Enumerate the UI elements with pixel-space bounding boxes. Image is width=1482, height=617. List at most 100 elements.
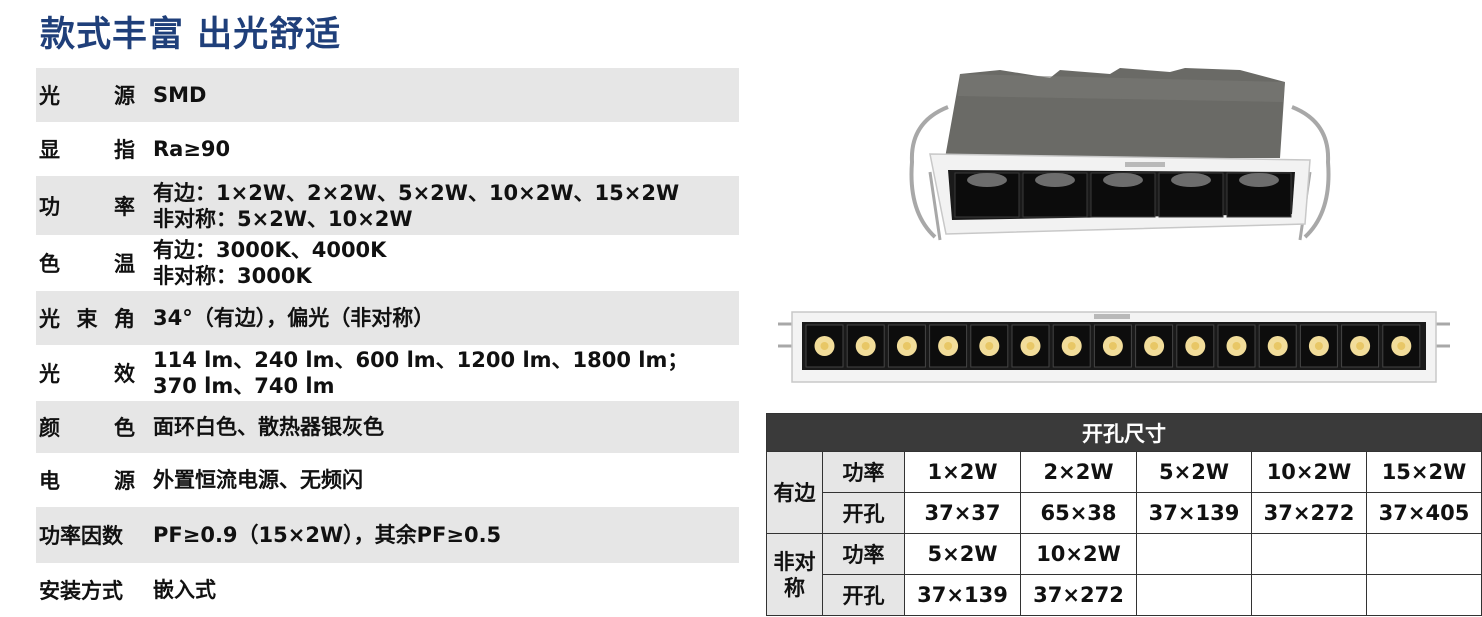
table-cell: 15×2W [1366,451,1482,493]
spec-label-char: 效 [114,362,135,386]
lens [1035,173,1075,187]
spec-value-line: 34°（有边），偏光（非对称） [153,306,435,330]
spec-label-char: 源 [114,84,135,108]
led-core [985,342,994,350]
lens-cell [1158,172,1224,218]
spec-value-line: PF≥0.9（15×2W），其余PF≥0.5 [153,523,502,547]
table-header: 开孔尺寸 [766,413,1482,452]
spec-label-char: 温 [114,252,135,276]
led-core [1314,342,1323,350]
led-core [1191,342,1200,350]
lens-cell [1226,172,1292,218]
led-core [944,342,953,350]
spec-value-line: Ra≥90 [153,137,231,161]
spec-label: 光源 [39,80,135,110]
spec-value: 114 lm、240 lm、600 lm、1200 lm、1800 lm；370… [153,347,688,399]
spec-value-line: 面环白色、散热器银灰色 [153,415,384,439]
spec-label: 功率 [39,191,135,221]
spec-value-line: 非对称：5×2W、10×2W [153,206,413,231]
table-cell [1366,533,1482,575]
lens [1239,173,1279,187]
table-cell: 5×2W [904,533,1021,575]
spec-label-char: 安装方式 [39,579,123,603]
spec-value: PF≥0.9（15×2W），其余PF≥0.5 [153,522,501,548]
led-core [861,342,870,350]
led-core [1026,342,1035,350]
led-core [1108,342,1117,350]
spec-value-line: 有边：1×2W、2×2W、5×2W、10×2W、15×2W [153,180,680,205]
table-row-label: 功率 [822,533,905,575]
spec-row: 电源外置恒流电源、无频闪 [36,453,739,507]
lens [967,173,1007,187]
spec-value-line: 370 lm、740 lm [153,374,335,398]
spec-label-char: 光 [39,84,60,108]
product-image-5-head [900,62,1340,247]
spec-value-line: 嵌入式 [153,578,216,602]
spec-value: 34°（有边），偏光（非对称） [153,305,434,331]
spec-value: SMD [153,82,206,108]
table-cell: 37×139 [1136,492,1252,534]
led-core [1067,342,1076,350]
table-group-label: 有边 [766,451,823,534]
table-row-label: 开孔 [822,574,905,616]
spec-label-char: 束 [76,307,98,331]
table-cell: 1×2W [904,451,1021,493]
spec-label-char: 显 [39,138,60,162]
led-core [902,342,911,350]
table-cell [1251,574,1367,616]
spec-label: 功率因数 [39,520,135,550]
table-cell: 10×2W [1251,451,1367,493]
spec-label-char: 角 [114,307,135,331]
spec-label-char: 色 [39,252,60,276]
spec-value: 面环白色、散热器银灰色 [153,414,384,440]
spec-label: 光效 [39,358,135,388]
lens [1103,173,1143,187]
lens [1171,173,1211,187]
table-cell [1251,533,1367,575]
spec-label-char: 率 [114,194,135,219]
led-core [1356,342,1365,350]
spec-row: 安装方式 嵌入式 [36,563,739,617]
spec-value-line: SMD [153,83,207,107]
spec-value-line: 外置恒流电源、无频闪 [153,468,363,492]
spec-label: 色温 [39,248,135,278]
table-row-label: 功率 [822,451,905,493]
spec-value: Ra≥90 [153,136,230,162]
spec-row: 功率因数 PF≥0.9（15×2W），其余PF≥0.5 [36,507,739,563]
lens-cell [887,324,926,368]
spec-label-char: 电 [39,469,60,493]
spec-label: 颜色 [39,412,135,442]
table-cell: 5×2W [1136,451,1252,493]
spec-label-char: 光 [39,307,60,331]
spec-row: 光束角 34°（有边），偏光（非对称） [36,291,739,345]
table-cell: 37×37 [904,492,1021,534]
spec-label: 显指 [39,134,135,164]
led-core [1232,342,1241,350]
led-core [1273,342,1282,350]
table-cell: 10×2W [1020,533,1137,575]
spec-label-char: 光 [39,362,60,386]
spec-value-line: 114 lm、240 lm、600 lm、1200 lm、1800 lm； [153,348,689,372]
spec-label-char: 颜 [39,416,60,440]
spec-label-char: 指 [114,138,135,162]
table-cell [1136,574,1252,616]
spec-label-char: 功 [39,194,60,219]
led-core [1150,342,1159,350]
led-core [1397,342,1406,350]
spec-value: 嵌入式 [153,577,216,603]
spec-label: 安装方式 [39,575,135,605]
table-group-label: 非对称 [766,533,823,616]
